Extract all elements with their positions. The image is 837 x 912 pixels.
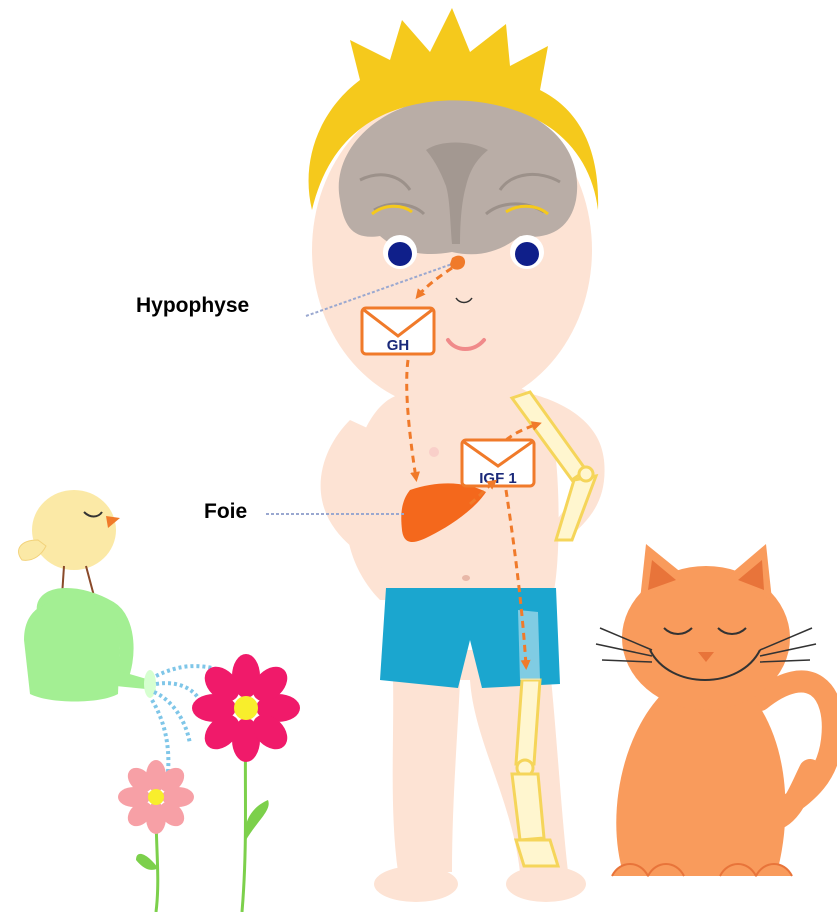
left-foot (374, 866, 458, 902)
cat-icon (596, 544, 833, 876)
watering-can-icon (24, 595, 156, 702)
nipple (429, 447, 439, 457)
igf1-label: IGF 1 (479, 470, 517, 487)
navel (462, 575, 470, 581)
liver-label: Foie (204, 500, 247, 524)
pituitary-label: Hypophyse (136, 294, 249, 318)
boy-figure (309, 8, 605, 902)
flower-icon (118, 760, 194, 912)
bird-icon (19, 490, 120, 596)
left-eye (388, 242, 412, 266)
right-eye (515, 242, 539, 266)
gh-label: GH (387, 337, 410, 354)
gh-envelope: GH (362, 308, 434, 354)
igf1-envelope: IGF 1 (462, 440, 534, 487)
femur-under-shorts (518, 610, 540, 680)
right-foot (506, 866, 586, 902)
flower-icon (192, 654, 300, 912)
